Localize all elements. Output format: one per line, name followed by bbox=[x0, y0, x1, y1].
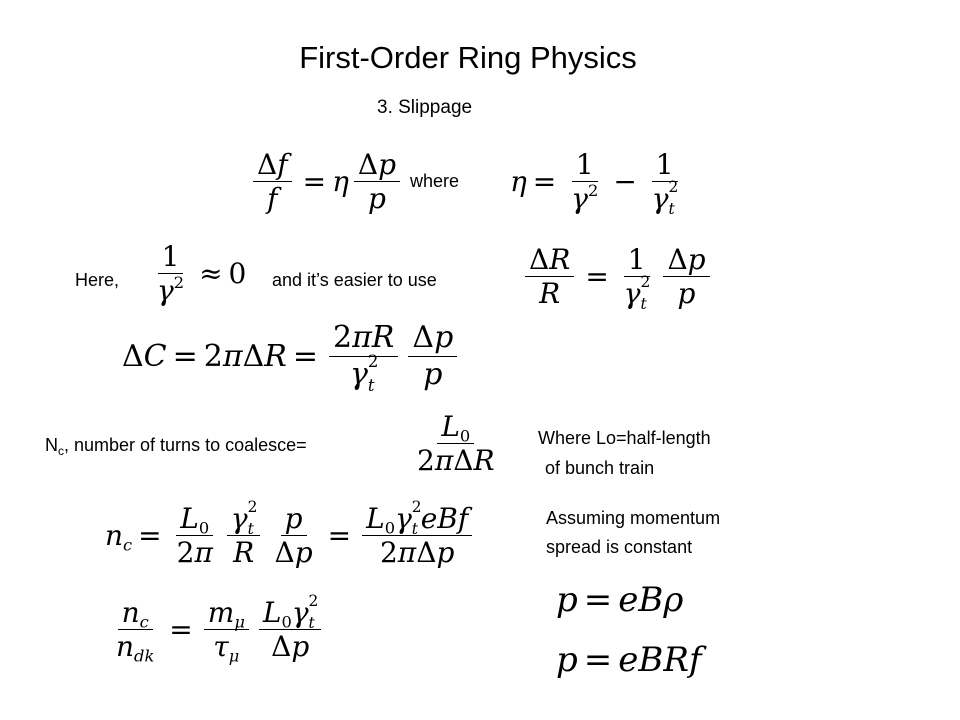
half-length-note-line1: Where Lo=half-length bbox=[538, 428, 711, 448]
where-label: where bbox=[410, 171, 460, 191]
here-label: Here, bbox=[75, 270, 120, 290]
assumption-note-line2: spread is constant bbox=[546, 537, 693, 557]
nc-symbol: N bbox=[45, 435, 58, 455]
nc-subscript: c bbox=[58, 444, 64, 459]
easier-label: and it’s easier to use bbox=[272, 270, 437, 290]
nc-text: , number of turns to coalesce= bbox=[64, 435, 307, 455]
assumption-note-line1: Assuming momentum bbox=[546, 508, 721, 528]
turns-to-coalesce-label: Nc, number of turns to coalesce= bbox=[45, 435, 307, 459]
half-length-note-line2: of bunch train bbox=[540, 458, 655, 478]
momentum-frequency-equation: p=eBRf bbox=[556, 640, 702, 680]
section-subtitle: 3. Slippage bbox=[377, 97, 473, 118]
momentum-rigidity-equation: p=eBρ bbox=[556, 580, 684, 620]
slide-title: First-Order Ring Physics bbox=[299, 40, 637, 75]
